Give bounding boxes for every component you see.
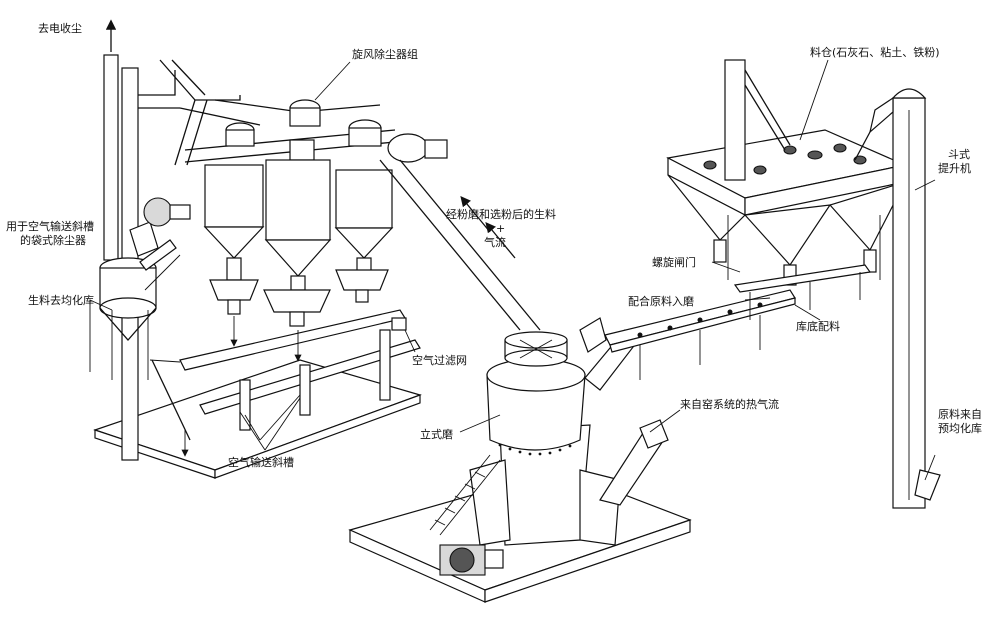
label-bag-filter-line2: 的袋式除尘器 [20, 233, 86, 247]
hot-gas-duct [599, 419, 669, 506]
label-feed-to-mill: 配合原料入磨 [628, 294, 694, 308]
label-raw-from-line2: 预均化库 [938, 421, 982, 435]
label-bag-filter-line1: 用于空气输送斜槽 [6, 219, 94, 233]
label-bucket-elevator-line1: 斗式 [948, 148, 970, 161]
air-slides [149, 309, 421, 457]
label-raw-from-line1: 原料来自 [938, 407, 982, 421]
label-to-esp: 去电收尘 [38, 21, 82, 35]
label-ground-meal-plus: + [496, 222, 505, 235]
label-cyclone-group: 旋风除尘器组 [352, 47, 418, 61]
raw-material-silos [666, 59, 907, 320]
label-raw-meal-storage: 生料去均化库 [28, 293, 94, 307]
bucket-elevator [854, 88, 941, 509]
label-bucket-elevator-line2: 提升机 [938, 161, 971, 175]
label-silo: 料仓(石灰石、粘土、铁粉) [810, 45, 940, 59]
feed-belt-conveyor [604, 289, 796, 380]
cyclone-group [179, 99, 541, 331]
label-hot-gas: 来自窑系统的热气流 [680, 397, 779, 411]
label-air-filter: 空气过滤网 [412, 353, 467, 367]
label-ground-meal-line2: 气流 [484, 235, 506, 249]
label-ground-meal-line1: 经粉磨和选粉后的生料 [446, 207, 556, 221]
label-air-slide: 空气输送斜槽 [228, 455, 294, 469]
label-screw-gate: 螺旋闸门 [652, 255, 696, 269]
leader-lines [144, 59, 936, 481]
label-vertical-mill: 立式磨 [420, 427, 453, 441]
label-batching: 库底配料 [796, 319, 840, 333]
